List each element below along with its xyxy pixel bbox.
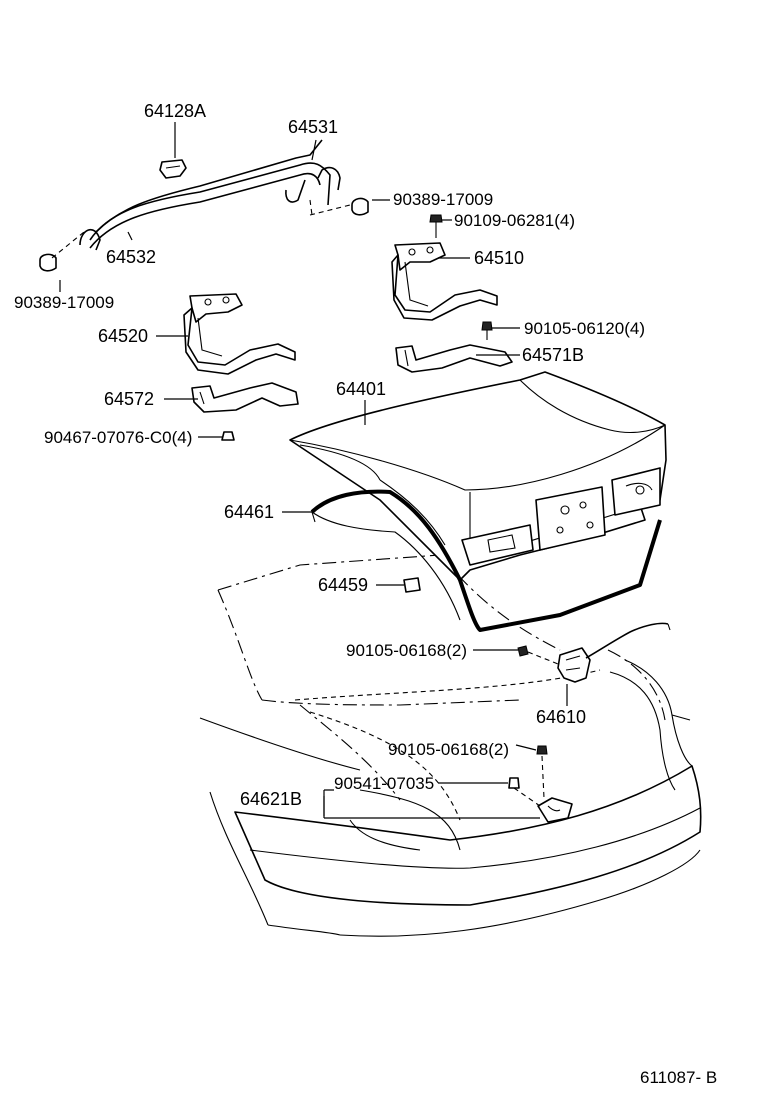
label-64571B: 64571B — [522, 345, 584, 365]
bolt-90105-lock — [517, 645, 529, 657]
label-90389-right: 90389-17009 — [393, 190, 493, 209]
label-64520: 64520 — [98, 326, 148, 346]
clip-64128A — [159, 159, 187, 179]
bracket-64571B — [395, 344, 513, 373]
lock-64610 — [557, 622, 671, 683]
label-64531: 64531 — [288, 117, 338, 137]
cushion-64459 — [403, 577, 421, 593]
label-90105-upper: 90105-06120(4) — [524, 319, 645, 338]
clip-90541 — [508, 777, 541, 807]
car-body-outline — [199, 554, 702, 937]
weatherstrip-64461 — [310, 489, 662, 632]
label-64610: 64610 — [536, 707, 586, 727]
label-64621B: 64621B — [240, 789, 302, 809]
hinge-64520 — [183, 293, 296, 375]
bolt-90109 — [429, 214, 443, 238]
diagram-code: 611087- B — [640, 1068, 717, 1087]
bolt-90105-upper — [481, 321, 493, 340]
label-90467: 90467-07076-C0(4) — [44, 428, 192, 447]
bolt-90105-striker — [536, 745, 548, 799]
label-90541: 90541-07035 — [334, 774, 434, 793]
clip-90467 — [221, 431, 235, 441]
label-64128A: 64128A — [144, 101, 206, 121]
label-64510: 64510 — [474, 248, 524, 268]
grommet-90389-left — [39, 253, 57, 272]
leader-lines — [59, 122, 568, 819]
trunk-lid-64401 — [289, 371, 667, 581]
label-64461: 64461 — [224, 502, 274, 522]
label-90105-lock: 90105-06168(2) — [346, 641, 467, 660]
label-90109: 90109-06281(4) — [454, 211, 575, 230]
label-64459: 64459 — [318, 575, 368, 595]
torsion-bar-64531 — [79, 139, 341, 251]
hinge-64510 — [391, 242, 498, 321]
bracket-64572 — [191, 382, 299, 413]
grommet-90389-right — [351, 197, 369, 216]
part-labels: 64128A 64531 90389-17009 90109-06281(4) … — [14, 101, 717, 1087]
label-64401: 64401 — [336, 379, 386, 399]
label-90389-left: 90389-17009 — [14, 293, 114, 312]
label-64572: 64572 — [104, 389, 154, 409]
striker-64621B — [537, 797, 573, 823]
label-64532: 64532 — [106, 247, 156, 267]
label-90105-striker: 90105-06168(2) — [388, 740, 509, 759]
